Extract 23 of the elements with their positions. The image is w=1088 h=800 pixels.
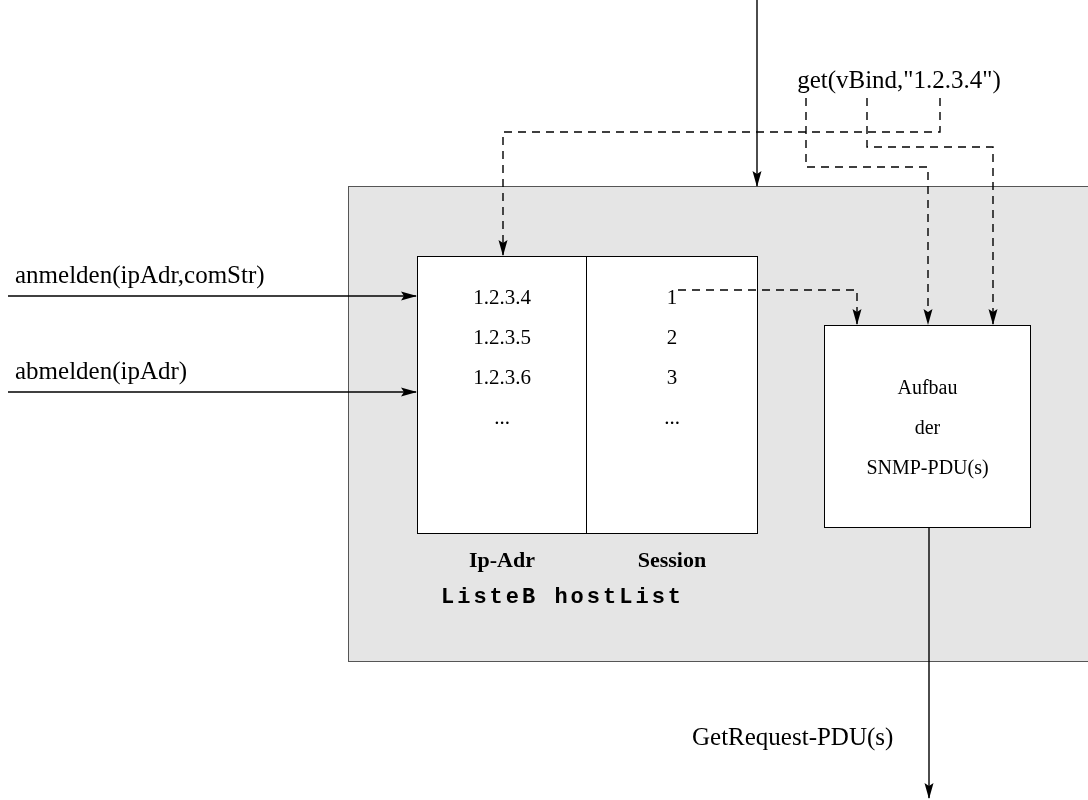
table-entry: 1.2.3.4 [472,284,532,311]
dashed-arrow [677,289,862,325]
table-entry: ... [493,404,511,431]
column-heading: Session [636,547,708,573]
arrow [924,526,934,799]
dashed-arrow [866,97,998,325]
column-heading: Ip-Adr [468,547,536,573]
process-label: Aufbau der SNMP-PDU(s) [865,374,990,481]
list-name: ListeB hostList [441,585,685,610]
table-entry: 1 [665,284,679,311]
process-box [824,325,1031,528]
table-entry: 3 [665,364,679,391]
module-box [348,186,1088,662]
function-call-text: get(vBind,"1.2.3.4") [797,66,1001,94]
dashed-arrow [498,97,941,256]
table-entry: 2 [665,324,679,351]
table-entry: 1.2.3.5 [472,324,532,351]
table-entry: ... [663,404,681,431]
table-entry: 1.2.3.6 [472,364,532,391]
arrow [7,387,417,397]
dashed-arrow [805,97,933,325]
arrow [752,0,762,187]
arrow [7,291,417,301]
